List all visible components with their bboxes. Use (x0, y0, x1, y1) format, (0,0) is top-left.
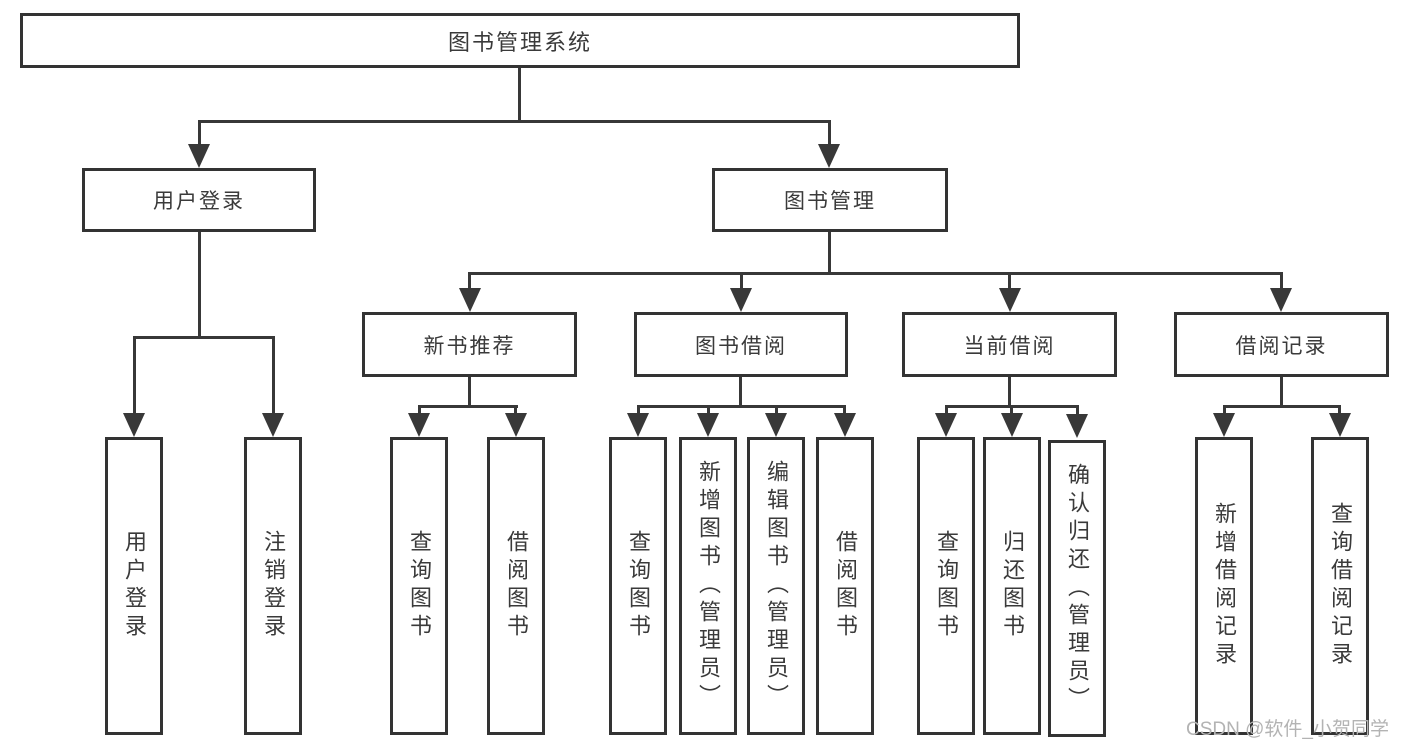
arrow-down-icon (262, 413, 284, 437)
connector-root-branch (198, 120, 831, 123)
arrow-down-icon (730, 288, 752, 312)
connector-drop-leaf-user-login (133, 336, 136, 416)
connector-drop-bb-query (637, 405, 640, 417)
arrow-down-icon (1001, 413, 1023, 437)
node-borrow-records-label: 借阅记录 (1235, 334, 1328, 358)
connector-root-stem (518, 68, 521, 120)
connector-drop-book-borrow (740, 272, 743, 292)
connector-book-borrow-branch (637, 405, 846, 408)
connector-drop-bb-add (707, 405, 710, 417)
node-borrow-records: 借阅记录 (1174, 312, 1389, 377)
node-book-borrow-label: 图书借阅 (695, 334, 787, 358)
connector-recommend-stem (468, 377, 471, 405)
connector-drop-current-borrow (1008, 272, 1011, 292)
connector-drop-br-query (1338, 405, 1341, 417)
leaf-add-borrow-record: 新增借阅记录 (1195, 437, 1253, 735)
connector-drop-rec-query (418, 405, 421, 417)
leaf-query-borrow-record: 查询借阅记录 (1311, 437, 1369, 735)
node-user-login-label: 用户登录 (153, 190, 245, 213)
leaf-return-books: 归还图书 (983, 437, 1041, 735)
node-user-login: 用户登录 (82, 168, 316, 232)
node-root: 图书管理系统 (20, 13, 1020, 68)
arrow-down-icon (1066, 414, 1088, 438)
arrow-down-icon (459, 288, 481, 312)
leaf-edit-books-admin-label: 编辑图书（管理员） (764, 460, 789, 712)
arrow-down-icon (505, 413, 527, 437)
arrow-down-icon (1329, 413, 1351, 437)
leaf-recommend-query-books-label: 查询图书 (407, 530, 432, 642)
connector-current-borrow-stem (1008, 377, 1011, 405)
connector-drop-cb-confirm (1076, 405, 1079, 417)
arrow-down-icon (408, 413, 430, 437)
leaf-borrow-books-label: 借阅图书 (833, 530, 858, 642)
connector-drop-leaf-logout (272, 336, 275, 416)
arrow-down-icon (999, 288, 1021, 312)
connector-drop-br-add (1223, 405, 1226, 417)
leaf-add-books-admin-label: 新增图书（管理员） (696, 460, 721, 712)
node-book-management-label: 图书管理 (784, 190, 876, 213)
connector-drop-cb-return (1010, 405, 1013, 417)
arrow-down-icon (1213, 413, 1235, 437)
connector-user-login-branch (133, 336, 275, 339)
leaf-return-books-label: 归还图书 (1000, 530, 1025, 642)
arrow-down-icon (627, 413, 649, 437)
leaf-add-books-admin: 新增图书（管理员） (679, 437, 737, 735)
leaf-confirm-return-admin-label: 确认归还（管理员） (1065, 462, 1090, 715)
connector-drop-cb-query (945, 405, 948, 417)
connector-user-login-stem (198, 232, 201, 336)
connector-drop-rec-borrow (514, 405, 517, 417)
leaf-user-login: 用户登录 (105, 437, 163, 735)
node-book-borrow: 图书借阅 (634, 312, 848, 377)
arrow-down-icon (834, 413, 856, 437)
connector-book-management-stem (828, 232, 831, 272)
arrow-down-icon (123, 413, 145, 437)
node-new-book-recommend-label: 新书推荐 (423, 334, 516, 358)
leaf-current-query-books: 查询图书 (917, 437, 975, 735)
leaf-user-login-label: 用户登录 (122, 530, 147, 642)
connector-drop-bb-borrow (843, 405, 846, 417)
leaf-query-borrow-record-label: 查询借阅记录 (1328, 502, 1353, 670)
connector-book-borrow-stem (739, 377, 742, 405)
arrow-down-icon (1270, 288, 1292, 312)
connector-borrow-records-branch (1223, 405, 1341, 408)
leaf-add-borrow-record-label: 新增借阅记录 (1212, 502, 1237, 670)
arrow-down-icon (188, 144, 210, 168)
leaf-borrow-query-books-label: 查询图书 (626, 530, 651, 642)
leaf-current-query-books-label: 查询图书 (934, 530, 959, 642)
arrow-down-icon (935, 413, 957, 437)
connector-book-management-branch (468, 272, 1283, 275)
leaf-edit-books-admin: 编辑图书（管理员） (747, 437, 805, 735)
connector-borrow-records-stem (1280, 377, 1283, 405)
arrow-down-icon (765, 413, 787, 437)
leaf-logout-login-label: 注销登录 (261, 530, 286, 642)
leaf-confirm-return-admin: 确认归还（管理员） (1048, 440, 1106, 737)
node-new-book-recommend: 新书推荐 (362, 312, 577, 377)
connector-recommend-branch (418, 405, 518, 408)
connector-drop-user-login (198, 120, 201, 150)
arrow-down-icon (818, 144, 840, 168)
leaf-logout-login: 注销登录 (244, 437, 302, 735)
watermark: CSDN @软件_小贺同学 (1186, 719, 1389, 740)
arrow-down-icon (697, 413, 719, 437)
node-current-borrow: 当前借阅 (902, 312, 1117, 377)
node-book-management: 图书管理 (712, 168, 948, 232)
node-root-label: 图书管理系统 (447, 29, 592, 55)
connector-drop-bb-edit (775, 405, 778, 417)
connector-drop-book-management (828, 120, 831, 150)
leaf-recommend-query-books: 查询图书 (390, 437, 448, 735)
leaf-borrow-books: 借阅图书 (816, 437, 874, 735)
connector-drop-new-book-recommend (468, 272, 471, 292)
leaf-borrow-query-books: 查询图书 (609, 437, 667, 735)
connector-drop-borrow-records (1280, 272, 1283, 292)
leaf-recommend-borrow-books-label: 借阅图书 (504, 530, 529, 642)
leaf-recommend-borrow-books: 借阅图书 (487, 437, 545, 735)
node-current-borrow-label: 当前借阅 (963, 334, 1056, 358)
